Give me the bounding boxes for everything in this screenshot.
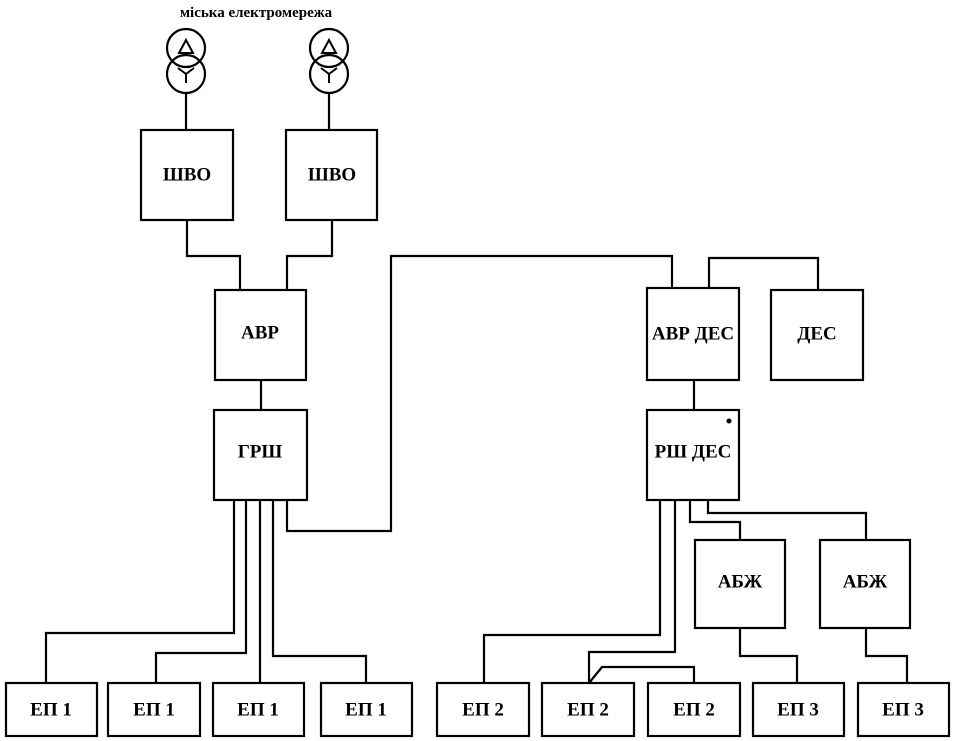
connection-lines <box>44 93 909 684</box>
ep-1c-label: ЕП 1 <box>237 700 279 721</box>
rsh-des-box: РШ ДЕС <box>645 408 741 502</box>
transformer-2-icon <box>308 27 350 95</box>
avr-des-label: АВР ДЕС <box>652 324 734 345</box>
shvo-left-label: ШВО <box>163 165 211 186</box>
ep-2-box-b: ЕП 2 <box>540 681 636 738</box>
des-label: ДЕС <box>797 324 836 345</box>
ep-3-box-a: ЕП 3 <box>751 681 846 738</box>
shvo-right-label: ШВО <box>308 165 356 186</box>
ep-3a-label: ЕП 3 <box>777 700 819 721</box>
ep-1b-label: ЕП 1 <box>133 700 175 721</box>
abzh-box-1: АБЖ <box>693 538 787 630</box>
ep-3b-label: ЕП 3 <box>882 700 924 721</box>
abzh-box-2: АБЖ <box>818 538 912 630</box>
ep-1-box-d: ЕП 1 <box>319 681 414 738</box>
ep-1-box-c: ЕП 1 <box>211 681 306 738</box>
ep-2b-label: ЕП 2 <box>567 700 609 721</box>
ep-3-box-b: ЕП 3 <box>856 681 951 738</box>
city-grid-label: міська електромережа <box>180 5 333 21</box>
ep-1d-label: ЕП 1 <box>345 700 387 721</box>
shvo-right-box: ШВО <box>284 128 379 222</box>
des-box: ДЕС <box>769 288 865 382</box>
ep-2-box-c: ЕП 2 <box>646 681 742 738</box>
marker-dot <box>726 418 732 424</box>
avr-des-box: АВР ДЕС <box>645 286 741 382</box>
abzh-1-label: АБЖ <box>718 572 763 593</box>
avr-box: АВР <box>213 288 308 382</box>
ep-2-box-a: ЕП 2 <box>435 681 531 738</box>
ep-1-box-a: ЕП 1 <box>4 681 99 738</box>
avr-label: АВР <box>241 323 279 344</box>
abzh-2-label: АБЖ <box>843 572 888 593</box>
rsh-des-label: РШ ДЕС <box>655 442 732 463</box>
grsh-box: ГРШ <box>212 408 309 502</box>
grsh-label: ГРШ <box>238 442 283 463</box>
ep-1a-label: ЕП 1 <box>30 700 72 721</box>
ep-2a-label: ЕП 2 <box>462 700 504 721</box>
transformer-1-icon <box>165 27 207 95</box>
ep-2c-label: ЕП 2 <box>673 700 715 721</box>
ep-1-box-b: ЕП 1 <box>106 681 202 738</box>
shvo-left-box: ШВО <box>139 128 235 222</box>
